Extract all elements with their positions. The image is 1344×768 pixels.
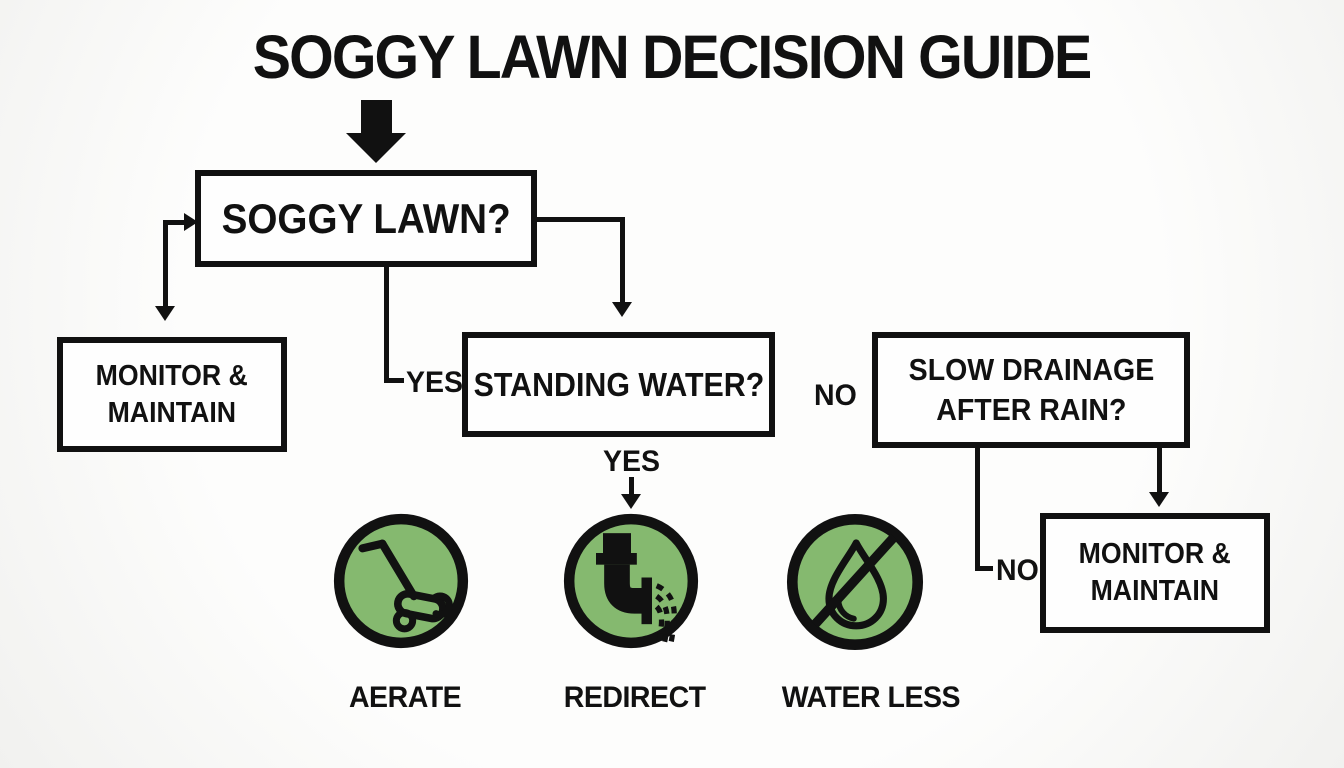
node-monitor-maintain-right: MONITOR & MAINTAIN xyxy=(1040,513,1270,633)
title-down-arrow-head xyxy=(346,133,406,163)
page-title-text: SOGGY LAWN DECISION GUIDE xyxy=(253,23,1093,91)
title-down-arrow-stem xyxy=(361,100,392,134)
action-label-redirect-text: REDIRECT xyxy=(564,681,706,714)
node-slow-drainage-line2: AFTER RAIN? xyxy=(935,392,1127,427)
edge-label-standing-no: NO xyxy=(814,379,857,412)
no-water-icon xyxy=(784,511,926,653)
edge-label-slow-no: NO xyxy=(996,554,1039,587)
node-monitor-right-line1: MONITOR & xyxy=(1078,538,1232,570)
edge-slow-no-foot xyxy=(975,566,993,571)
edge-standing-yes-arrowhead xyxy=(621,494,641,509)
node-monitor-right-line2: MAINTAIN xyxy=(1090,575,1220,607)
action-label-aerate: AERATE xyxy=(325,681,485,715)
lawn-mower-icon xyxy=(331,511,471,651)
page-title: SOGGY LAWN DECISION GUIDE xyxy=(0,22,1344,92)
edge-label-soggy-yes: YES xyxy=(406,366,464,399)
edge-soggy-yes-vertical xyxy=(384,267,389,383)
edge-soggy-right-arrowhead xyxy=(612,302,632,317)
node-soggy-lawn-label: SOGGY LAWN? xyxy=(221,194,511,242)
node-soggy-lawn: SOGGY LAWN? xyxy=(195,170,537,267)
drain-pipe-icon xyxy=(561,511,701,651)
edge-left-arrowhead-down xyxy=(155,306,175,321)
action-label-redirect: REDIRECT xyxy=(555,681,715,715)
edge-soggy-yes-foot xyxy=(384,378,404,383)
node-monitor-maintain-left: MONITOR & MAINTAIN xyxy=(57,337,287,452)
edge-left-horizontal xyxy=(163,220,189,225)
edge-soggy-right-horizontal xyxy=(537,217,625,222)
node-slow-drainage: SLOW DRAINAGE AFTER RAIN? xyxy=(872,332,1190,448)
edge-slow-right-arrowhead xyxy=(1149,492,1169,507)
edge-standing-yes-stem xyxy=(629,477,634,496)
edge-slow-no-vertical xyxy=(975,448,980,571)
action-label-water-less: WATER LESS xyxy=(777,681,961,715)
node-standing-water-label: STANDING WATER? xyxy=(473,365,764,403)
edge-label-standing-yes: YES xyxy=(603,445,661,478)
node-monitor-left-line2: MAINTAIN xyxy=(107,396,237,429)
edge-left-arrowhead-right xyxy=(184,213,198,231)
edge-left-vertical xyxy=(163,220,168,308)
node-standing-water: STANDING WATER? xyxy=(462,332,775,437)
action-label-aerate-text: AERATE xyxy=(348,681,462,714)
action-label-water-less-text: WATER LESS xyxy=(781,681,961,714)
node-slow-drainage-line1: SLOW DRAINAGE xyxy=(908,352,1154,387)
node-monitor-left-line1: MONITOR & xyxy=(95,359,249,392)
edge-slow-right-vertical xyxy=(1157,448,1162,494)
edge-soggy-right-vertical xyxy=(620,217,625,304)
